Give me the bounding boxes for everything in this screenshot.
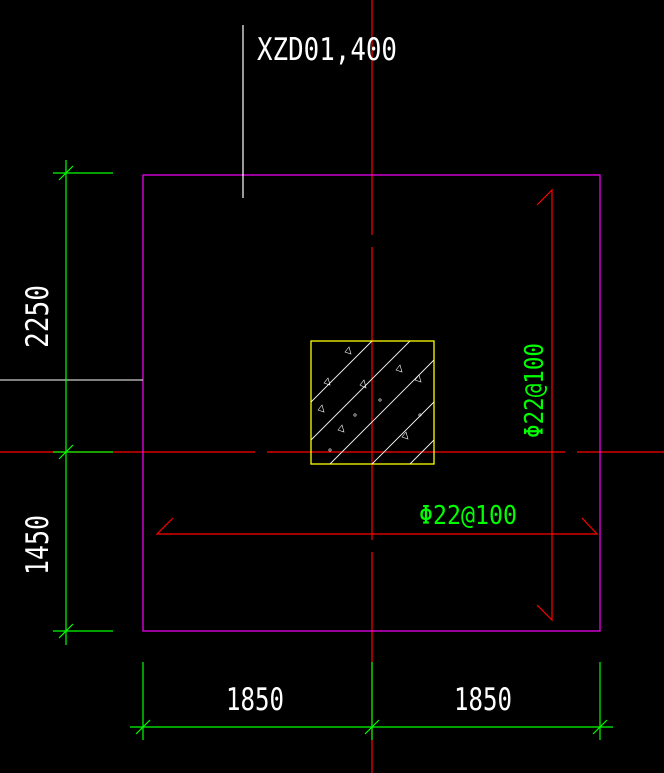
foundation-label: XZD01,400 [257,32,397,68]
dim-bottom-right: 1850 [454,682,512,718]
rebar-vertical [536,188,553,622]
rebar-vertical-label: Φ22@100 [520,343,550,438]
dim-left-upper: 2250 [20,285,56,348]
dim-left-lower: 1450 [20,515,56,575]
bottom-dimension [130,662,613,740]
column-aggregate [317,346,422,452]
dim-bottom-left: 1850 [226,682,284,718]
column [310,340,435,465]
rebar-horizontal-label: Φ22@100 [419,501,517,531]
footing-outline [142,174,601,632]
column-hatch [311,341,434,464]
left-dimension [53,160,113,645]
rebar-horizontal [155,517,599,535]
